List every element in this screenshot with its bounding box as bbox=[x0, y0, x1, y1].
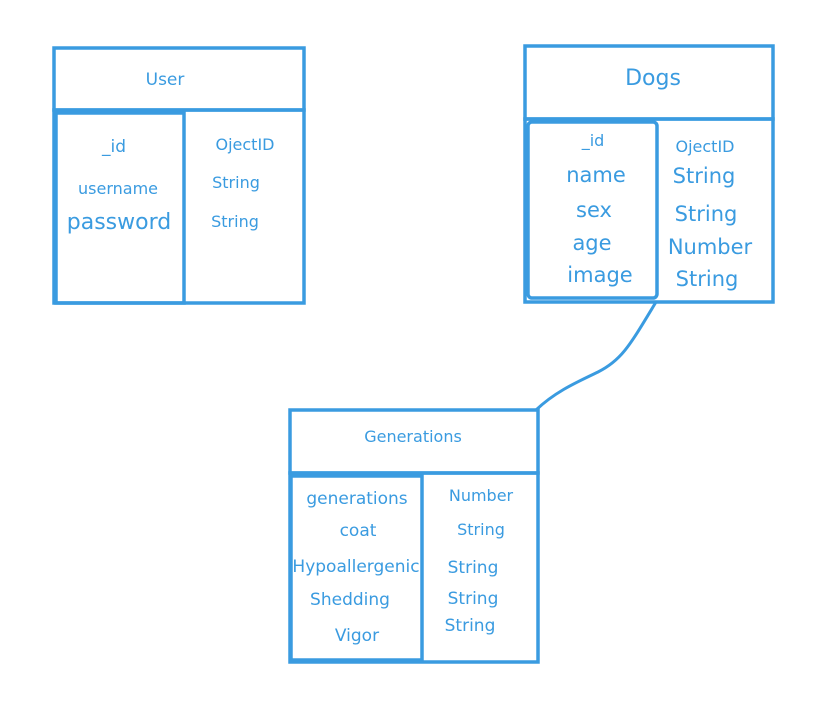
dogs-type-age: Number bbox=[667, 235, 753, 259]
user-entity[interactable] bbox=[52, 46, 306, 305]
generations-type-shedding: String bbox=[447, 589, 499, 609]
dogs-type-image: String bbox=[675, 267, 739, 291]
dogs-field-age: age bbox=[572, 231, 612, 255]
generations-type-generations: Number bbox=[448, 486, 514, 505]
generations-field-vigor: Vigor bbox=[334, 626, 380, 646]
user-field-id: _id bbox=[101, 137, 127, 157]
generations-type-vigor: String bbox=[444, 616, 496, 636]
generations-type-coat: String bbox=[457, 520, 505, 539]
generations-field-generations: generations bbox=[306, 489, 408, 509]
generations-field-hypoallergenic: Hypoallergenic bbox=[292, 557, 420, 577]
generations-title: Generations bbox=[364, 427, 462, 446]
dogs-generations-connector bbox=[534, 300, 658, 412]
dogs-fields-column bbox=[526, 120, 659, 300]
dogs-field-name: name bbox=[566, 163, 626, 187]
user-type-id: OjectID bbox=[215, 135, 275, 154]
user-field-username: username bbox=[78, 179, 158, 198]
dogs-field-image: image bbox=[567, 263, 633, 287]
generations-entity[interactable] bbox=[288, 408, 540, 664]
generations-types-column bbox=[288, 471, 540, 664]
dogs-entity[interactable] bbox=[523, 44, 775, 304]
dogs-title: Dogs bbox=[625, 66, 681, 91]
dogs-type-sex: String bbox=[674, 202, 738, 226]
dogs-field-id: _id bbox=[581, 131, 605, 150]
dogs-types-column bbox=[523, 117, 775, 304]
user-field-password: password bbox=[66, 210, 172, 235]
dogs-field-sex: sex bbox=[576, 198, 612, 222]
generations-type-hypoallergenic: String bbox=[447, 558, 499, 578]
generations-field-coat: coat bbox=[339, 521, 377, 541]
user-title: User bbox=[145, 70, 185, 90]
dogs-type-name: String bbox=[672, 164, 736, 188]
dogs-type-id: OjectID bbox=[675, 137, 735, 156]
user-types-column bbox=[52, 108, 306, 305]
generations-field-shedding: Shedding bbox=[310, 590, 390, 610]
user-type-password: String bbox=[211, 212, 259, 231]
user-type-username: String bbox=[212, 173, 260, 192]
